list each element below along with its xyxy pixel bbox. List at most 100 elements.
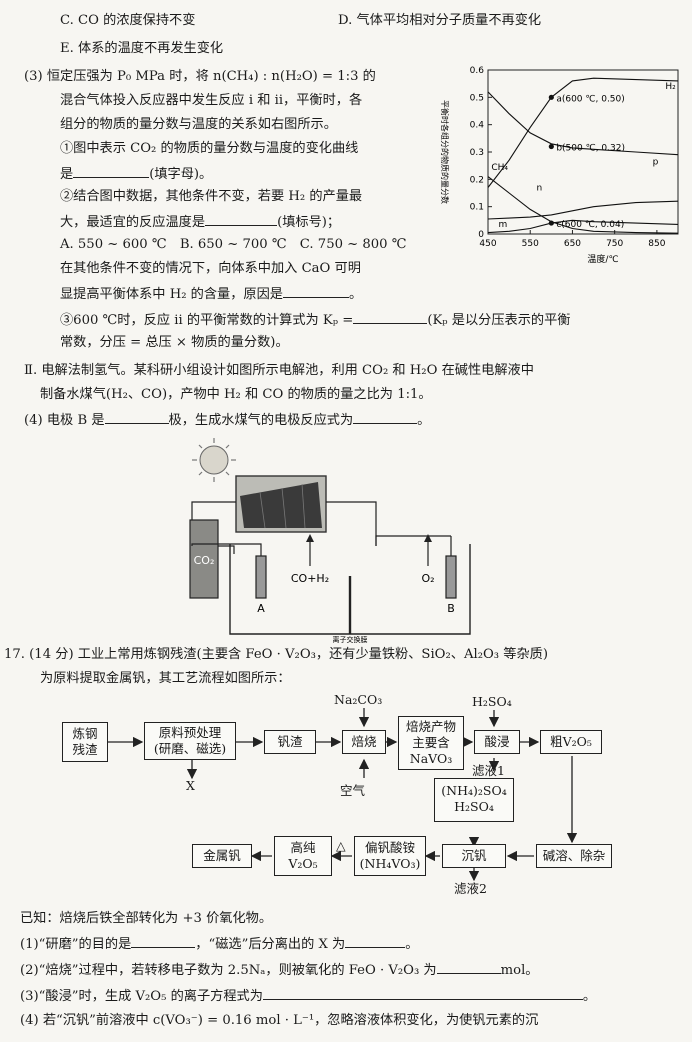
series-line: [487, 219, 679, 234]
q17-line-2: 为原料提取金属钒，其工艺流程如图所示：: [40, 671, 291, 686]
q3-line-10b: 。: [348, 287, 363, 302]
sub-q3-a: (3)“酸浸”时，生成 V₂O₅ 的离子方程式为: [20, 989, 263, 1004]
electrode-b: [445, 555, 457, 599]
x-tick-label: 850: [648, 239, 665, 249]
flow-label-x: X: [186, 778, 195, 793]
series-line: [487, 91, 679, 156]
annotation-point: [548, 94, 554, 100]
annotation-label: c(600 ℃, 0.04): [556, 220, 624, 230]
x-tick-label: 550: [522, 239, 539, 249]
q3-line-5a: 是: [60, 167, 74, 182]
sub-q2: (2)“焙烧”过程中，若转移电子数为 2.5Nₐ，则被氧化的 FeO · V₂O…: [20, 960, 538, 980]
flow-label-na2co3: Na₂CO₃: [334, 692, 383, 707]
q3-line-10: 显提高平衡体系中 H₂ 的含量，原因是。: [60, 284, 362, 304]
electrode-a-label: A: [257, 602, 265, 615]
flow-box-vanadium-slag: 钒渣: [264, 730, 316, 754]
flow-box-alkali-dissolve: 碱溶、除杂: [536, 844, 612, 868]
sun-icon: [192, 438, 236, 482]
answer-blank[interactable]: [345, 934, 406, 948]
x-axis-label: 温度/℃: [587, 253, 618, 265]
o2-label: O₂: [421, 572, 434, 585]
q3-line-2: 混合气体投入反应器中发生反应 ⅰ 和 ⅱ，平衡时，各: [60, 93, 363, 108]
co2-label: CO₂: [194, 554, 215, 567]
annotation-label: a(600 ℃, 0.50): [556, 94, 624, 104]
electrode-b-label: B: [447, 602, 455, 615]
q3-line-7: 大，最适宜的反应温度是 (填标号)；: [60, 212, 340, 232]
answer-blank[interactable]: [104, 410, 169, 424]
y-tick-label: 0: [478, 230, 484, 240]
q3-line-5b: (填字母)。: [149, 167, 213, 182]
q3-line-11b: (Kₚ 是以分压表示的平衡: [427, 313, 571, 328]
sub-q2-b: mol。: [500, 963, 539, 978]
series-line: [487, 176, 679, 234]
flow-box-crude-v2o5: 粗V₂O₅: [540, 730, 602, 754]
flow-label-heat: △: [336, 838, 346, 853]
q3-line-11: ③600 ℃时，反应 ⅱ 的平衡常数的计算式为 Kₚ =(Kₚ 是以分压表示的平…: [60, 310, 570, 330]
q4-text-b: 极，生成水煤气的电极反应式为: [168, 413, 354, 428]
series-label: CH₄: [491, 163, 508, 173]
flow-label-h2so4: H₂SO₄: [472, 694, 512, 709]
answer-blank[interactable]: [353, 310, 428, 324]
q3-line-3: 组分的物质的量分数与温度的关系如右图所示。: [60, 117, 337, 132]
x-tick-label: 450: [479, 239, 496, 249]
flow-box-roasting: 焙烧: [342, 730, 386, 754]
q4-line: (4) 电极 B 是 极，生成水煤气的电极反应式为 。: [24, 410, 430, 430]
answer-blank[interactable]: [131, 934, 196, 948]
q3-line-7a: 大，最适宜的反应温度是: [60, 215, 206, 230]
answer-blank[interactable]: [205, 212, 278, 226]
co2-cylinder: [189, 519, 219, 599]
flow-label-filtrate-1: 滤液1: [472, 763, 505, 778]
sub-q1-b: ，“磁选”后分离出的 X 为: [195, 937, 346, 952]
option-c: C. CO 的浓度保持不变: [60, 13, 196, 28]
y-tick-label: 0.5: [470, 93, 484, 103]
q3-line-9: 在其他条件不变的情况下，向体系中加入 CaO 可明: [60, 261, 361, 276]
y-tick-label: 0.2: [470, 175, 484, 185]
series-line: [487, 77, 679, 188]
q4-text-c: 。: [417, 413, 431, 428]
electrolysis-cell-diagram: CO₂ 离子交换膜 A B CO+H₂ O₂: [189, 438, 471, 644]
flow-box-reagents: (NH₄)₂SO₄ H₂SO₄: [434, 778, 514, 822]
annotation-point: [548, 220, 554, 226]
sub-q3-b: 。: [582, 989, 597, 1004]
q3-line-8: A. 550 ~ 600 ℃ B. 650 ~ 700 ℃ C. 750 ~ 8…: [60, 237, 407, 252]
series-label: m: [499, 220, 508, 230]
answer-blank[interactable]: [262, 986, 583, 1000]
q3-line-12: 常数，分压 = 总压 × 物质的量分数)。: [60, 335, 289, 350]
answer-blank[interactable]: [282, 284, 349, 298]
flow-box-vanadium-precip: 沉钒: [442, 844, 506, 868]
flow-box-ammonium-metavanadate: 偏钒酸铵 (NH₄VO₃): [354, 836, 426, 876]
flow-label-filtrate-2: 滤液2: [454, 881, 487, 896]
y-tick-label: 0.4: [470, 121, 485, 131]
flow-box-roast-product: 焙烧产物 主要含 NaVO₃: [398, 716, 464, 770]
flow-box-metal-vanadium: 金属钒: [192, 844, 252, 868]
part2-line-1: Ⅱ. 电解法制氢气。某科研小组设计如图所示电解池，利用 CO₂ 和 H₂O 在碱…: [24, 363, 534, 378]
answer-blank[interactable]: [353, 410, 418, 424]
option-d: D. 气体平均相对分子质量不再变化: [338, 13, 542, 28]
flow-box-acid-leach: 酸浸: [474, 730, 520, 754]
sub-q1-c: 。: [405, 937, 419, 952]
q3-line-6: ②结合图中数据，其他条件不变，若要 H₂ 的产量最: [60, 189, 363, 204]
option-e: E. 体系的温度不再发生变化: [60, 41, 224, 56]
flow-box-steel-slag: 炼钢 残渣: [62, 722, 108, 762]
known-line: 已知：焙烧后铁全部转化为 +3 价氧化物。: [20, 911, 273, 926]
y-tick-label: 0.3: [470, 148, 484, 158]
flow-box-pure-v2o5: 高纯 V₂O₅: [274, 836, 332, 876]
q3-line-1: (3) 恒定压强为 P₀ MPa 时，将 n(CH₄) : n(H₂O) = 1…: [24, 69, 376, 84]
sub-q3: (3)“酸浸”时，生成 V₂O₅ 的离子方程式为 。: [20, 986, 596, 1006]
series-label: H₂: [665, 82, 676, 92]
process-flowchart: 炼钢 残渣 原料预处理 (研磨、磁选) 钒渣 焙烧 焙烧产物 主要含 NaVO₃…: [0, 690, 692, 896]
answer-blank[interactable]: [73, 164, 150, 178]
y-tick-label: 0.1: [470, 203, 484, 213]
y-axis-label: 平衡时各组分的物质的量分数: [440, 100, 450, 204]
q3-line-7b: (填标号)；: [277, 215, 341, 230]
series-label: n: [537, 183, 543, 193]
flow-label-air: 空气: [340, 783, 366, 798]
solar-panel: [235, 475, 327, 533]
membrane-label: 离子交换膜: [333, 635, 368, 644]
annotation-label: b(500 ℃, 0.32): [556, 144, 625, 154]
q3-line-5: 是 (填字母)。: [60, 164, 212, 184]
answer-blank[interactable]: [436, 960, 501, 974]
series-label: p: [653, 157, 659, 167]
q4-text-a: (4) 电极 B 是: [24, 413, 105, 428]
